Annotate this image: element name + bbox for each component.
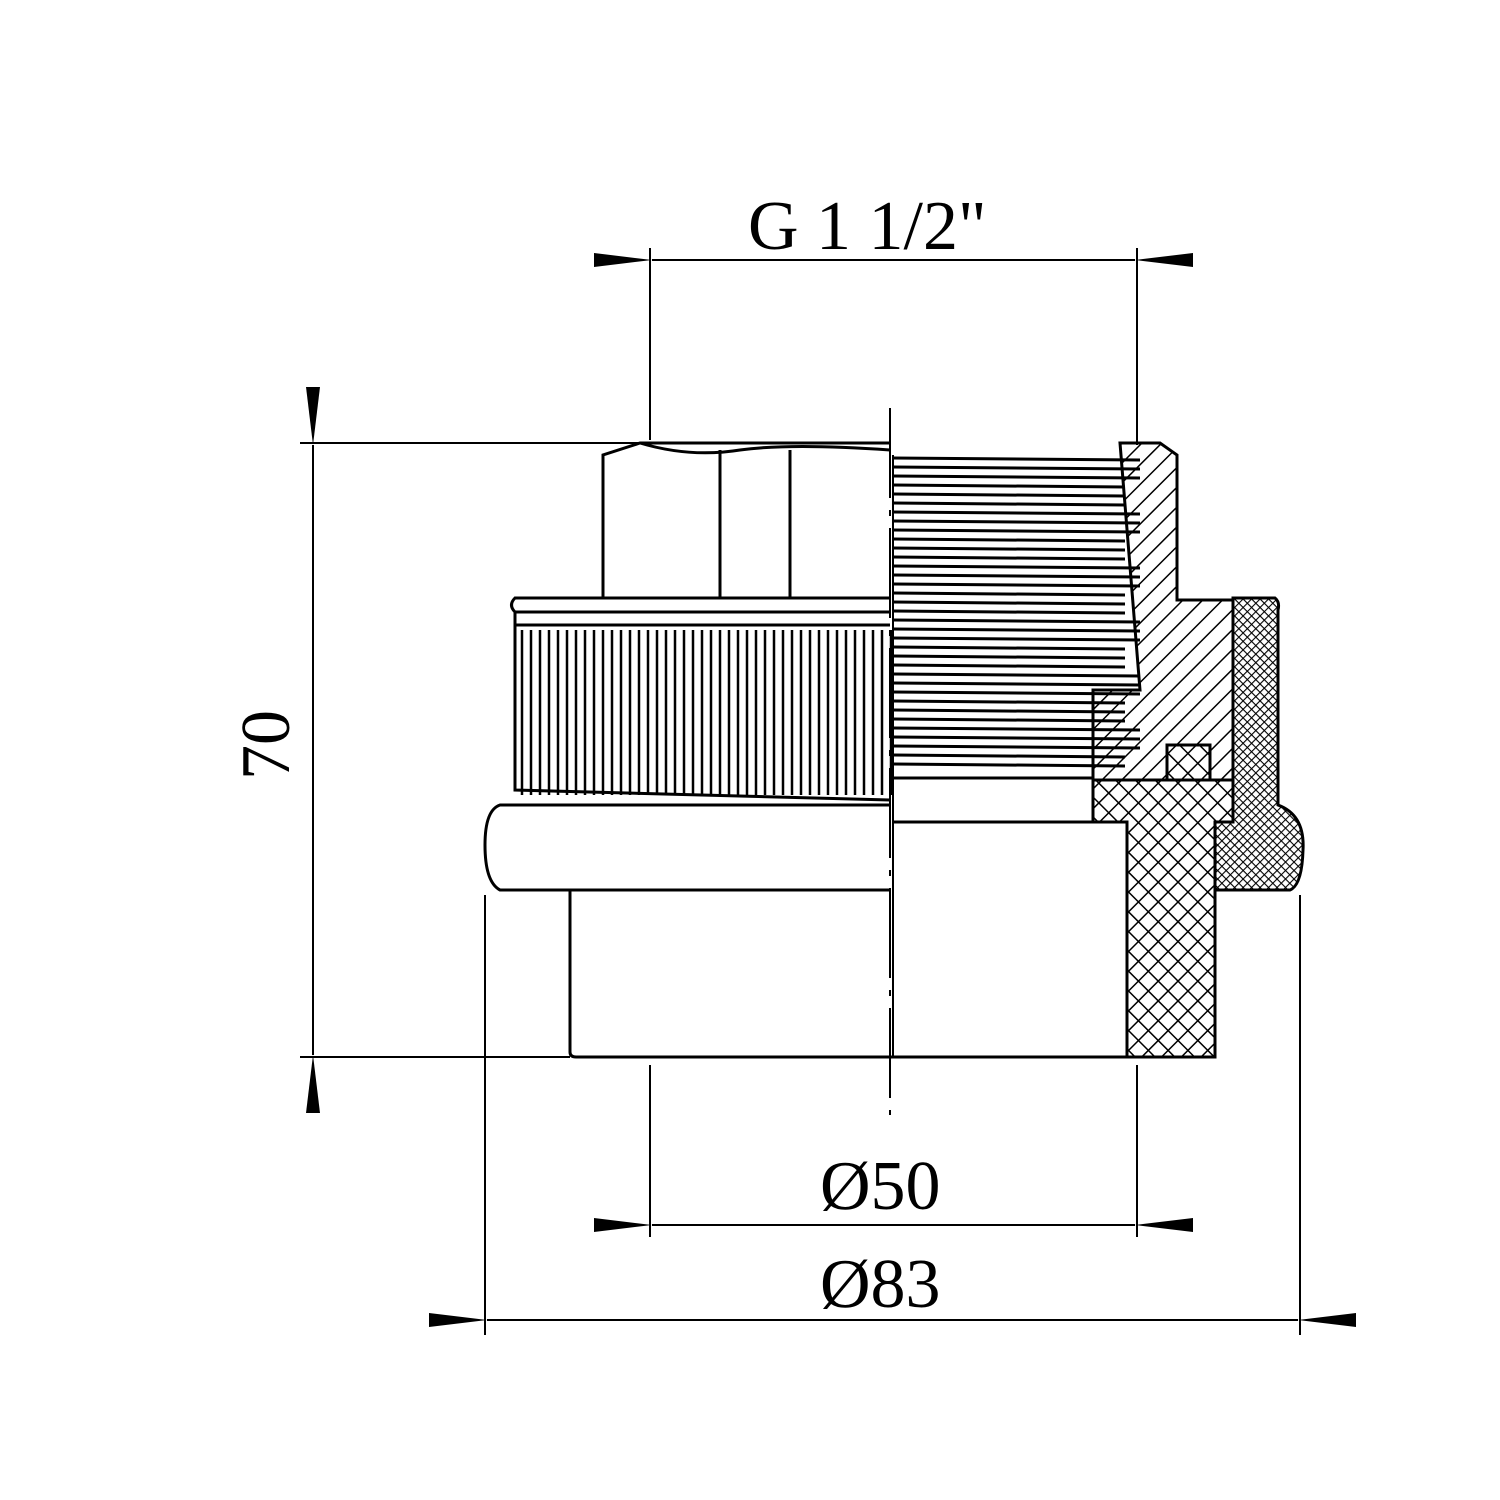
thread-line <box>892 456 1141 462</box>
inner-diameter-label: Ø50 <box>820 1148 941 1225</box>
thread-line <box>892 528 1141 534</box>
thread-size-label: G 1 1/2" <box>748 188 987 265</box>
thread-line <box>892 555 1126 561</box>
outer-diameter-label: Ø83 <box>820 1246 941 1323</box>
thread-line <box>892 591 1126 597</box>
thread-line <box>892 510 1141 516</box>
thread-line <box>892 699 1126 705</box>
dimension-lines <box>300 248 1356 1335</box>
thread-line <box>892 681 1141 687</box>
fitting-section <box>892 441 1305 1059</box>
thread-line <box>892 636 1141 642</box>
thread-line <box>892 672 1141 678</box>
thread-line <box>892 645 1126 651</box>
thread-line <box>892 708 1126 714</box>
thread-line <box>892 609 1126 615</box>
thread-line <box>892 753 1126 759</box>
thread-line <box>892 483 1126 489</box>
thread-line <box>892 564 1141 570</box>
thread-line <box>892 492 1126 498</box>
thread-line <box>892 618 1141 624</box>
thread-line <box>892 663 1126 669</box>
thread-line <box>892 654 1126 660</box>
thread-line <box>892 627 1141 633</box>
thread-line <box>892 474 1141 480</box>
thread-line <box>892 546 1126 552</box>
height-label: 70 <box>228 710 305 780</box>
thread-line <box>892 744 1141 750</box>
thread-line <box>892 582 1141 588</box>
thread-line <box>892 726 1141 732</box>
thread-line <box>892 717 1126 723</box>
thread-line <box>892 690 1141 696</box>
thread-line <box>892 519 1141 525</box>
thread-line <box>892 537 1126 543</box>
thread-line <box>892 465 1141 471</box>
thread-line <box>892 573 1141 579</box>
thread-line <box>892 501 1126 507</box>
thread-line <box>892 600 1126 606</box>
thread-line <box>892 735 1141 741</box>
fitting-exterior <box>483 441 1127 1059</box>
thread-line <box>892 762 1126 768</box>
